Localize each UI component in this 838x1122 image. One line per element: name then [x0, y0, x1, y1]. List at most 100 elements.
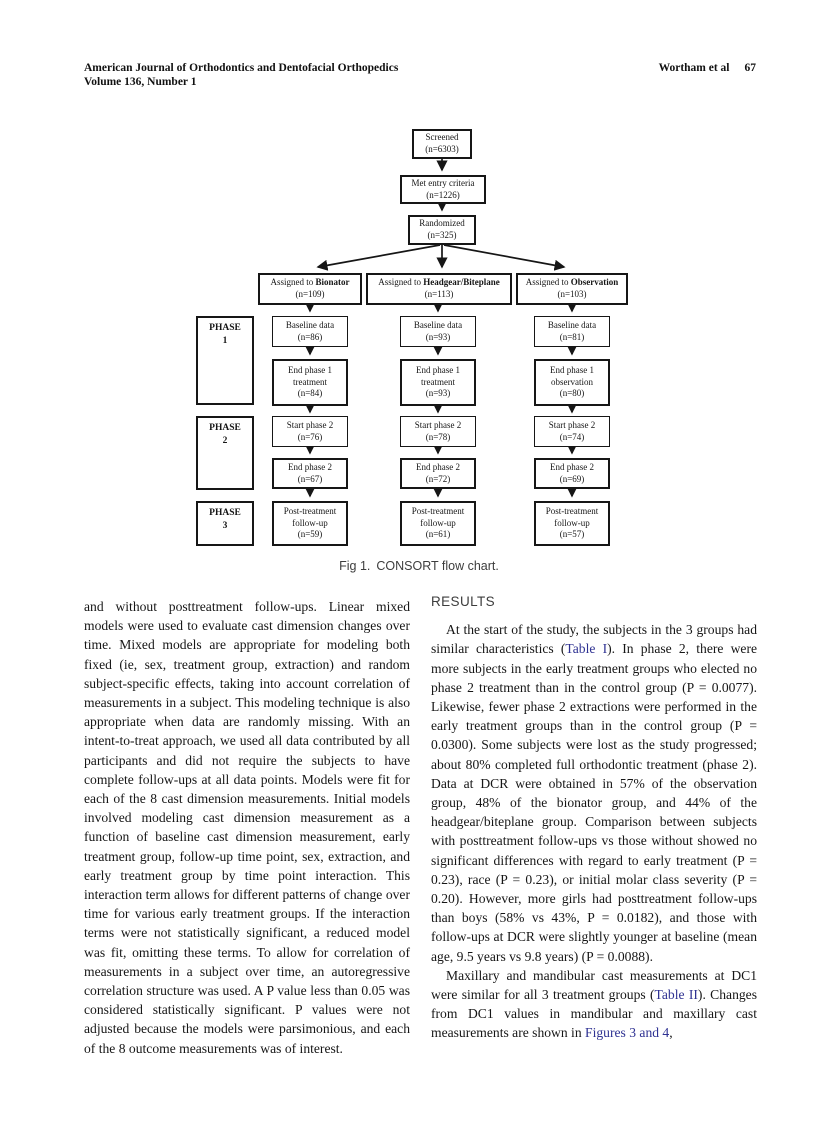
box-met-entry-criteria: Met entry criteria (n=1226) — [400, 175, 486, 204]
box-line: (n=6303) — [425, 144, 459, 154]
box-end-phase1-bionator: End phase 1 treatment (n=84) — [272, 359, 348, 406]
box-line: observation — [551, 376, 593, 387]
body-text-segment: and without posttreatment follow-ups. Li… — [84, 599, 410, 1056]
group-name: Headgear/Biteplane — [423, 277, 500, 288]
box-line: (n=84) — [297, 388, 323, 399]
running-head-left: American Journal of Orthodontics and Den… — [84, 61, 504, 89]
page-number: 67 — [744, 62, 757, 74]
box-line: (n=80) — [559, 388, 585, 399]
box-line: (n=57) — [559, 529, 585, 540]
phase-number: 3 — [222, 520, 228, 531]
assigned-prefix: Assigned to — [378, 277, 424, 288]
box-line: Start phase 2 — [548, 419, 596, 430]
box-line: (n=72) — [425, 473, 451, 484]
box-line: Baseline data — [285, 319, 335, 330]
right-column: RESULTS At the start of the study, the s… — [431, 592, 757, 1043]
box-line: (n=325) — [427, 230, 457, 240]
box-line: End phase 1 — [416, 364, 460, 375]
left-column: and without posttreatment follow-ups. Li… — [84, 597, 410, 1058]
figure-caption-text: CONSORT flow chart. — [376, 559, 499, 573]
box-posttreatment-headgear: Post-treatment follow-up (n=61) — [400, 501, 476, 546]
table-ii-link[interactable]: Table II — [654, 987, 698, 1003]
box-assigned-headgear-biteplane: Assigned to Headgear/Biteplane (n=113) — [366, 273, 512, 305]
box-screened: Screened (n=6303) — [412, 129, 472, 159]
box-end-phase2-bionator: End phase 2 (n=67) — [272, 458, 348, 489]
box-line: (n=113) — [424, 289, 454, 299]
phase-word: PHASE — [209, 423, 241, 433]
box-line: Assigned to Observation — [526, 277, 619, 289]
left-paragraph: and without posttreatment follow-ups. Li… — [84, 597, 410, 1058]
flowchart-arrows — [304, 159, 578, 498]
box-end-phase2-observation: End phase 2 (n=69) — [534, 458, 610, 489]
body-text-segment: ). Changes from DC1 values in mandibular… — [431, 987, 757, 1041]
figures-3-4-link[interactable]: Figures 3 and 4 — [585, 1025, 670, 1041]
box-end-phase2-headgear: End phase 2 (n=72) — [400, 458, 476, 489]
box-posttreatment-bionator: Post-treatment follow-up (n=59) — [272, 501, 348, 546]
body-text-segment: At the start of the study, the subjects … — [431, 622, 757, 657]
body-text-segment: ). In phase 2, there were more subjects … — [431, 641, 758, 964]
box-posttreatment-observation: Post-treatment follow-up (n=57) — [534, 501, 610, 546]
results-heading: RESULTS — [431, 594, 496, 609]
box-line: Screened — [425, 132, 459, 143]
box-randomized: Randomized (n=325) — [408, 215, 476, 245]
box-end-phase1-headgear: End phase 1 treatment (n=93) — [400, 359, 476, 406]
box-line: Assigned to Bionator — [270, 277, 349, 289]
assigned-prefix: Assigned to — [270, 277, 316, 288]
box-line: (n=61) — [425, 529, 451, 540]
box-line: Post-treatment — [411, 505, 465, 516]
box-phase-3-label: PHASE 3 — [196, 501, 254, 546]
box-line: End phase 2 — [550, 461, 594, 472]
phase-number: 2 — [222, 435, 228, 446]
box-line: Met entry criteria — [411, 177, 475, 188]
box-line: Post-treatment — [283, 505, 337, 516]
box-end-phase1-observation: End phase 1 observation (n=80) — [534, 359, 610, 406]
box-start-phase2-headgear: Start phase 2 (n=78) — [400, 416, 476, 447]
box-line: Start phase 2 — [414, 419, 462, 430]
figure-caption: Fig 1.CONSORT flow chart. — [0, 559, 838, 573]
box-line: (n=93) — [425, 331, 451, 342]
phase-number: 1 — [222, 335, 228, 346]
box-baseline-headgear: Baseline data (n=93) — [400, 316, 476, 347]
authors-label: Wortham et al — [658, 62, 730, 74]
box-line: End phase 1 — [550, 364, 594, 375]
box-line: (n=81) — [559, 331, 585, 342]
running-head-right: Wortham et al 67 — [659, 61, 756, 75]
box-phase-2-label: PHASE 2 — [196, 416, 254, 490]
box-start-phase2-observation: Start phase 2 (n=74) — [534, 416, 610, 447]
box-line: treatment — [421, 376, 455, 387]
box-line: Baseline data — [413, 319, 463, 330]
box-line: follow-up — [292, 517, 328, 528]
box-line: Start phase 2 — [286, 419, 334, 430]
box-line: (n=86) — [297, 331, 323, 342]
phase-word: PHASE — [209, 508, 241, 518]
body-text-segment: Maxillary and mandibular cast measuremen… — [431, 967, 757, 1003]
journal-volume: Volume 136, Number 1 — [84, 76, 197, 88]
box-line: (n=78) — [425, 431, 451, 442]
journal-title: American Journal of Orthodontics and Den… — [84, 62, 399, 74]
box-line: End phase 2 — [288, 461, 332, 472]
box-line: (n=76) — [297, 431, 323, 442]
results-paragraph-2: Maxillary and mandibular cast measuremen… — [431, 966, 757, 1043]
box-line: (n=103) — [557, 289, 587, 299]
table-i-link[interactable]: Table I — [565, 641, 608, 657]
box-line: Baseline data — [547, 319, 597, 330]
box-line: (n=74) — [559, 431, 585, 442]
box-line: (n=93) — [425, 388, 451, 399]
assigned-prefix: Assigned to — [525, 277, 571, 288]
box-baseline-bionator: Baseline data (n=86) — [272, 316, 348, 347]
consort-flowchart: Screened (n=6303) Met entry criteria (n=… — [190, 127, 650, 552]
box-line: treatment — [293, 376, 327, 387]
group-name: Observation — [570, 277, 619, 288]
box-line: End phase 1 — [288, 364, 332, 375]
group-name: Bionator — [315, 277, 350, 288]
box-line: End phase 2 — [416, 461, 460, 472]
box-line: Assigned to Headgear/Biteplane — [378, 277, 500, 289]
box-assigned-bionator: Assigned to Bionator (n=109) — [258, 273, 362, 305]
box-baseline-observation: Baseline data (n=81) — [534, 316, 610, 347]
phase-word: PHASE — [209, 323, 241, 333]
box-line: follow-up — [420, 517, 456, 528]
box-phase-1-label: PHASE 1 — [196, 316, 254, 405]
results-paragraph-1: At the start of the study, the subjects … — [431, 620, 757, 966]
box-line: (n=59) — [297, 529, 323, 540]
